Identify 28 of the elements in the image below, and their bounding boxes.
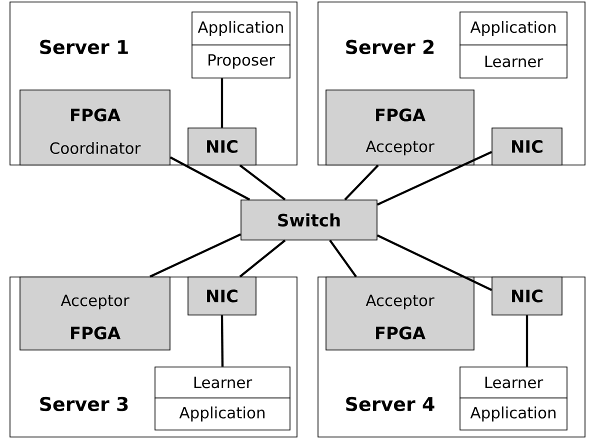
learner-box: Learner bbox=[154, 366, 290, 398]
learner-box: Learner bbox=[460, 366, 568, 398]
nic-box: NIC bbox=[188, 128, 256, 166]
switch-box: Switch bbox=[240, 200, 378, 240]
nic-box: NIC bbox=[188, 276, 256, 316]
fpga-box: FPGA Coordinator bbox=[20, 90, 170, 166]
cable-line bbox=[220, 78, 224, 128]
cable-line bbox=[344, 164, 379, 200]
cable-line bbox=[376, 151, 492, 206]
application-box: Application bbox=[460, 398, 568, 430]
nic-box: NIC bbox=[492, 276, 562, 316]
cable-line bbox=[329, 240, 357, 278]
cable-line bbox=[239, 164, 286, 200]
cable-line bbox=[239, 240, 286, 278]
cable-line bbox=[170, 156, 250, 201]
fpga-box: FPGA Acceptor bbox=[326, 90, 474, 166]
learner-box: Learner bbox=[460, 44, 568, 78]
application-box: Application bbox=[192, 12, 290, 46]
fpga-box: Acceptor FPGA bbox=[20, 276, 170, 350]
cable-line bbox=[150, 233, 242, 278]
nic-box: NIC bbox=[492, 128, 562, 166]
proposer-box: Proposer bbox=[192, 44, 290, 78]
application-box: Application bbox=[154, 398, 290, 430]
cable-line bbox=[526, 315, 528, 367]
cable-line bbox=[376, 234, 492, 291]
application-box: Application bbox=[460, 12, 568, 46]
cable-line bbox=[220, 315, 224, 367]
fpga-box: Acceptor FPGA bbox=[326, 276, 474, 350]
